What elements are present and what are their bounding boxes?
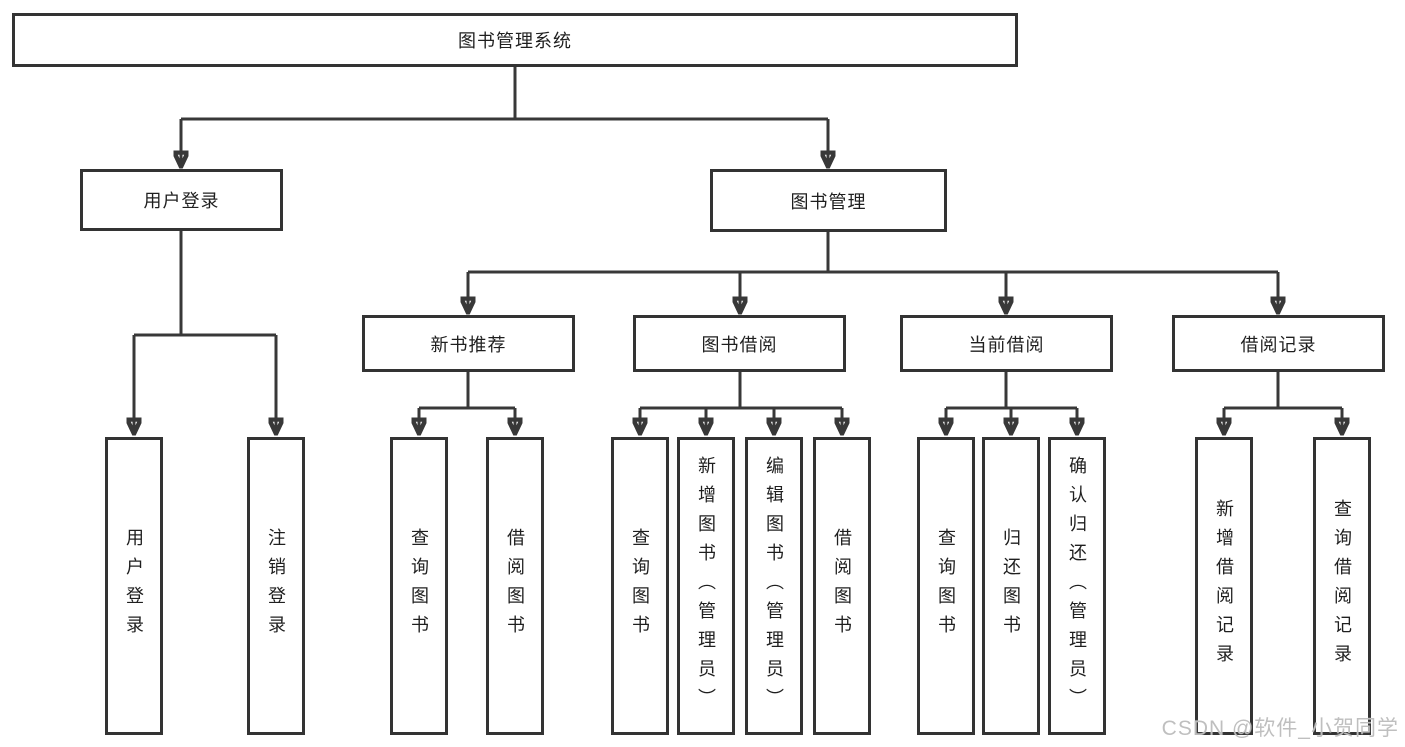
node-leaf-query-books-borrow: 查询图书 [611, 437, 669, 735]
node-leaf-query-borrow-record: 查询借阅记录 [1313, 437, 1371, 735]
node-book-borrow: 图书借阅 [633, 315, 846, 372]
csdn-watermark: CSDN @软件_小贺同学 [1161, 717, 1399, 740]
node-leaf-add-books-admin: 新增图书（管理员） [677, 437, 735, 735]
node-leaf-query-books-recommend: 查询图书 [390, 437, 448, 735]
node-book-management: 图书管理 [710, 169, 947, 232]
node-current-borrow: 当前借阅 [900, 315, 1113, 372]
node-user-login: 用户登录 [80, 169, 283, 231]
node-new-book-recommend: 新书推荐 [362, 315, 575, 372]
node-leaf-query-books-current: 查询图书 [917, 437, 975, 735]
node-leaf-borrow-books-recommend: 借阅图书 [486, 437, 544, 735]
node-borrow-records: 借阅记录 [1172, 315, 1385, 372]
node-root: 图书管理系统 [12, 13, 1018, 67]
node-leaf-logout: 注销登录 [247, 437, 305, 735]
node-leaf-return-books: 归还图书 [982, 437, 1040, 735]
node-leaf-user-login: 用户登录 [105, 437, 163, 735]
node-leaf-confirm-return-admin: 确认归还（管理员） [1048, 437, 1106, 735]
node-leaf-edit-books-admin: 编辑图书（管理员） [745, 437, 803, 735]
node-leaf-borrow-books: 借阅图书 [813, 437, 871, 735]
node-leaf-add-borrow-record: 新增借阅记录 [1195, 437, 1253, 735]
